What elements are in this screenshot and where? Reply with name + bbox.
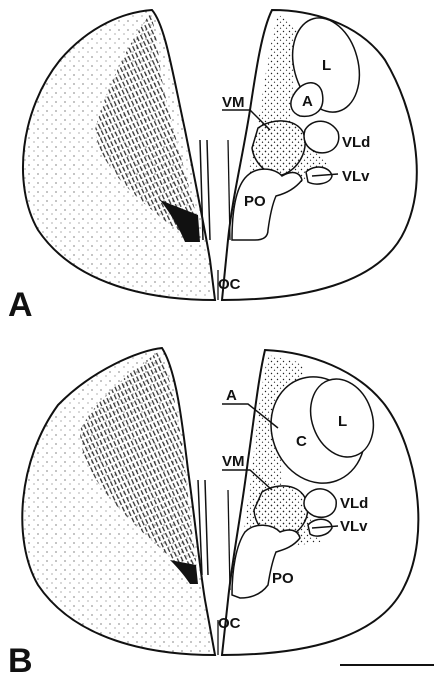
panel-a-label-a: A [302, 93, 313, 110]
panel-b-label-vlv: VLv [340, 518, 368, 535]
panel-a: L A VM VLd VLv PO OC A [8, 10, 417, 324]
panel-b: A C L VM VLd VLv PO OC B [8, 348, 418, 677]
panel-a-label-vld: VLd [342, 134, 370, 151]
panel-a-label-vlv: VLv [342, 168, 370, 185]
panel-b-label-a: A [226, 387, 237, 404]
panel-a-label-po: PO [244, 193, 266, 210]
panel-a-region-vld [304, 121, 339, 153]
panel-b-label-po: PO [272, 570, 294, 587]
panel-a-label-vm: VM [222, 94, 245, 111]
panel-b-label-c: C [296, 433, 307, 450]
panel-b-label-l: L [338, 413, 347, 430]
panel-b-midline-right [228, 490, 230, 590]
panel-b-label-vm: VM [222, 453, 245, 470]
panel-b-label-oc: OC [218, 615, 241, 632]
panel-b-region-vld [304, 489, 336, 517]
panel-b-label-vld: VLd [340, 495, 368, 512]
panel-a-label-oc: OC [218, 276, 241, 293]
panel-a-label-l: L [322, 57, 331, 74]
panel-b-letter: B [8, 642, 33, 677]
panel-a-letter: A [8, 286, 33, 324]
